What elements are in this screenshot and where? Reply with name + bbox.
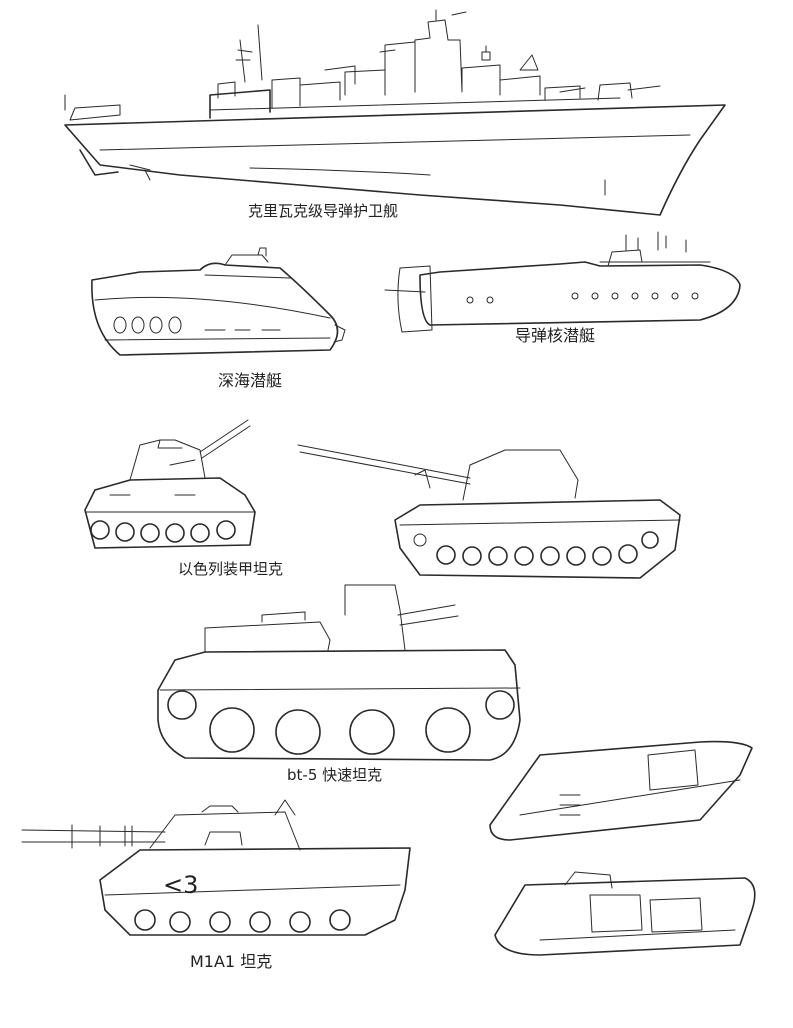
israeli-tank-drawing	[84, 419, 256, 549]
deep-sea-submarine-caption: 深海潜艇	[218, 371, 283, 390]
bt5-tank-drawing	[157, 584, 521, 761]
bt5-tank-caption: bt-5 快速坦克	[287, 766, 383, 784]
frigate-drawing	[64, 9, 726, 216]
m1a1-tank-caption: M1A1 坦克	[190, 952, 273, 971]
medium-tank-drawing	[297, 444, 681, 579]
frigate-caption: 克里瓦克级导弹护卫舰	[248, 202, 399, 220]
deep-sea-submarine-drawing	[91, 247, 346, 356]
missile-submarine-drawing	[384, 231, 741, 333]
mark-iv-tank-drawing	[489, 740, 753, 841]
m1a1-hull-marking: <3	[163, 871, 199, 899]
israeli-tank-caption: 以色列装甲坦克	[178, 560, 284, 578]
missile-submarine-caption: 导弹核潜艇	[515, 326, 596, 345]
mark-iv-tank-small-drawing	[494, 871, 756, 956]
m1a1-tank-drawing	[21, 799, 411, 936]
